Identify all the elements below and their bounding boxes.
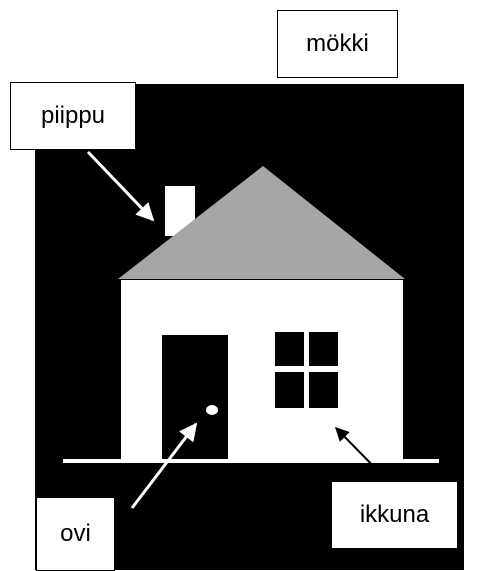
chimney-label: piippu — [10, 82, 136, 150]
window-pane — [309, 332, 338, 366]
roof — [118, 166, 405, 279]
door-label: ovi — [36, 497, 115, 571]
window — [275, 332, 338, 408]
window-pane — [275, 332, 304, 366]
window-arrow — [335, 427, 386, 479]
window-pane — [309, 372, 338, 408]
ground-line — [63, 459, 439, 463]
title-label: mökki — [277, 10, 398, 78]
door-arrow — [130, 422, 198, 509]
window-label: ikkuna — [331, 481, 458, 549]
chimney-arrow — [86, 150, 155, 222]
window-pane — [275, 372, 304, 408]
door — [162, 335, 228, 460]
door-knob — [206, 405, 218, 415]
